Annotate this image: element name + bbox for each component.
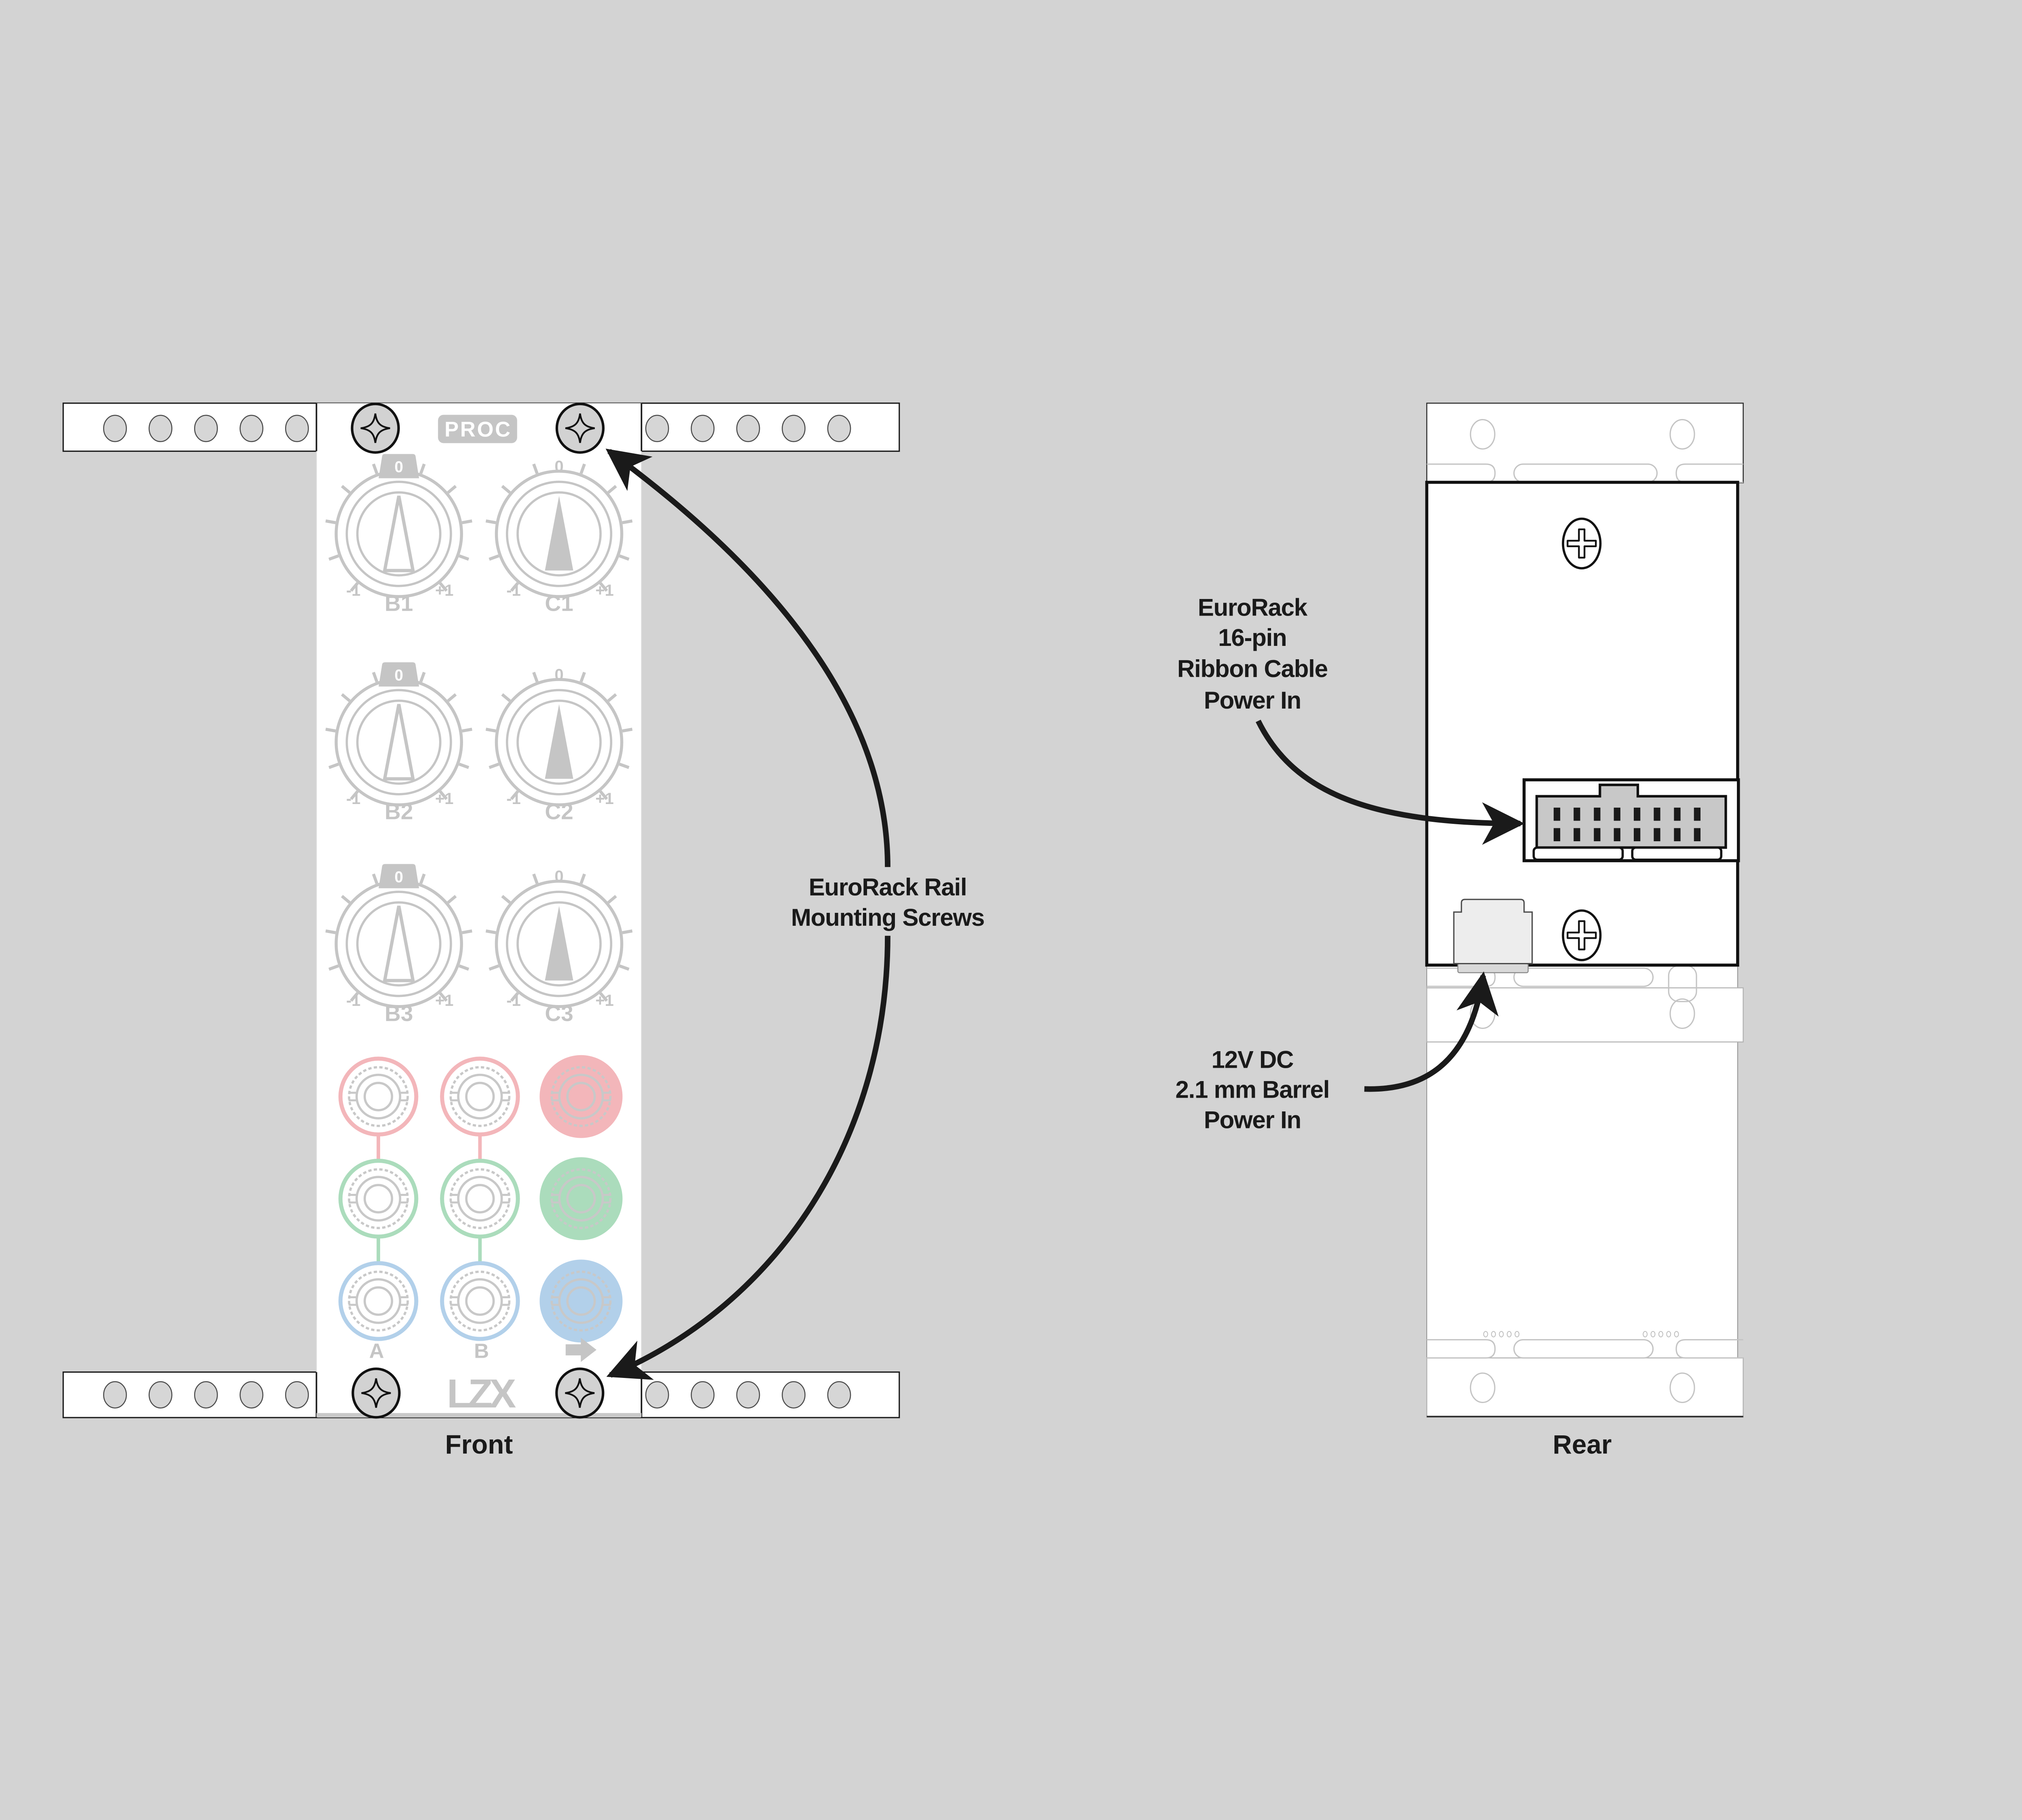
svg-text:Ribbon Cable: Ribbon Cable xyxy=(1177,655,1328,682)
screw-icon xyxy=(1563,519,1601,569)
svg-text:+1: +1 xyxy=(435,582,454,599)
curved-arrow-top-screw xyxy=(605,449,890,867)
panel-bottom-shadow xyxy=(316,1413,642,1417)
curved-arrow-ribbon xyxy=(1256,720,1525,845)
svg-text:+1: +1 xyxy=(595,992,614,1009)
connector-pins xyxy=(1553,807,1701,841)
svg-text:0: 0 xyxy=(554,666,563,684)
svg-text:-1: -1 xyxy=(346,582,361,599)
svg-text:Power In: Power In xyxy=(1204,1106,1301,1133)
jack-row3 xyxy=(338,1259,623,1343)
rail-cut-lines xyxy=(315,403,643,1418)
svg-text:-1: -1 xyxy=(506,582,521,599)
knob-c3: 0 -1 +1 C3 xyxy=(486,868,632,1026)
svg-text:+1: +1 xyxy=(595,790,614,808)
svg-text:16-pin: 16-pin xyxy=(1218,624,1286,651)
badge-label: PROC xyxy=(444,417,512,441)
proc-badge: PROC xyxy=(438,415,517,443)
svg-text:0: 0 xyxy=(394,868,403,886)
knob-label: B3 xyxy=(385,1001,413,1026)
screw-icon xyxy=(352,404,399,453)
svg-text:+1: +1 xyxy=(435,992,454,1009)
knob-label: C1 xyxy=(545,591,573,616)
screw-icon xyxy=(556,1369,603,1417)
ribbon-power-label: EuroRack 16-pin Ribbon Cable Power In xyxy=(1177,594,1328,714)
svg-text:EuroRack: EuroRack xyxy=(1198,594,1308,621)
jack-row1 xyxy=(338,1055,623,1138)
svg-text:Mounting Screws: Mounting Screws xyxy=(791,904,984,931)
knob-label: B1 xyxy=(385,591,413,616)
svg-text:0: 0 xyxy=(554,868,563,885)
annotations: EuroRack Rail Mounting Screws EuroRack 1… xyxy=(605,449,1525,1380)
svg-text:+1: +1 xyxy=(595,582,614,599)
svg-text:-1: -1 xyxy=(506,992,521,1009)
screw-icon xyxy=(1563,910,1601,960)
barrel-jack-icon xyxy=(1453,899,1533,973)
top-rail-holes xyxy=(103,415,851,442)
jack-column-b-label: B xyxy=(474,1340,489,1363)
knob-label: B2 xyxy=(385,799,413,824)
knob-c2: 0 -1 +1 C2 xyxy=(486,666,632,824)
barrel-power-label: 12V DC 2.1 mm Barrel Power In xyxy=(1176,1046,1330,1134)
svg-text:-1: -1 xyxy=(506,790,521,808)
knob-b3: 0 -1 +1 B3 xyxy=(326,864,472,1026)
svg-text:Power In: Power In xyxy=(1204,687,1301,714)
bottom-rail-holes xyxy=(103,1381,851,1409)
svg-text:EuroRack Rail: EuroRack Rail xyxy=(809,874,967,901)
jack-row2 xyxy=(338,1157,623,1240)
front-caption: Front xyxy=(445,1430,513,1459)
knob-label: C2 xyxy=(545,799,573,824)
knob-label: C3 xyxy=(545,1001,573,1026)
svg-text:2.1 mm Barrel: 2.1 mm Barrel xyxy=(1176,1076,1330,1103)
knob-b2: 0 -1 +1 B2 xyxy=(326,662,472,824)
knob-c1: 0 -1 +1 C1 xyxy=(486,457,632,616)
front-view: PROC 0 -1 +1 B1 0 -1 +1 B2 0 -1 +1 B3 xyxy=(62,402,900,1459)
curved-arrow-bottom-screw xyxy=(606,935,890,1380)
ribbon-connector-icon xyxy=(1523,778,1740,862)
svg-text:-1: -1 xyxy=(346,992,361,1009)
curved-arrow-barrel xyxy=(1364,971,1499,1092)
pad-dots xyxy=(1483,1331,1679,1337)
arrow-right-icon xyxy=(565,1337,596,1362)
svg-text:0: 0 xyxy=(554,457,563,475)
screw-icon xyxy=(353,1369,400,1417)
svg-text:0: 0 xyxy=(394,667,403,684)
svg-text:-1: -1 xyxy=(346,790,361,808)
lzx-logo: LZX xyxy=(447,1371,516,1416)
svg-text:0: 0 xyxy=(394,459,403,476)
svg-text:+1: +1 xyxy=(435,790,454,808)
svg-text:12V DC: 12V DC xyxy=(1212,1046,1294,1073)
rear-view: Rear xyxy=(1425,402,1744,1459)
screw-icon xyxy=(557,404,603,453)
jack-column-a-label: A xyxy=(369,1340,384,1363)
rear-caption: Rear xyxy=(1553,1430,1612,1459)
rail-screws-label: EuroRack Rail Mounting Screws xyxy=(791,874,985,931)
knob-b1: 0 -1 +1 B1 xyxy=(326,454,472,616)
